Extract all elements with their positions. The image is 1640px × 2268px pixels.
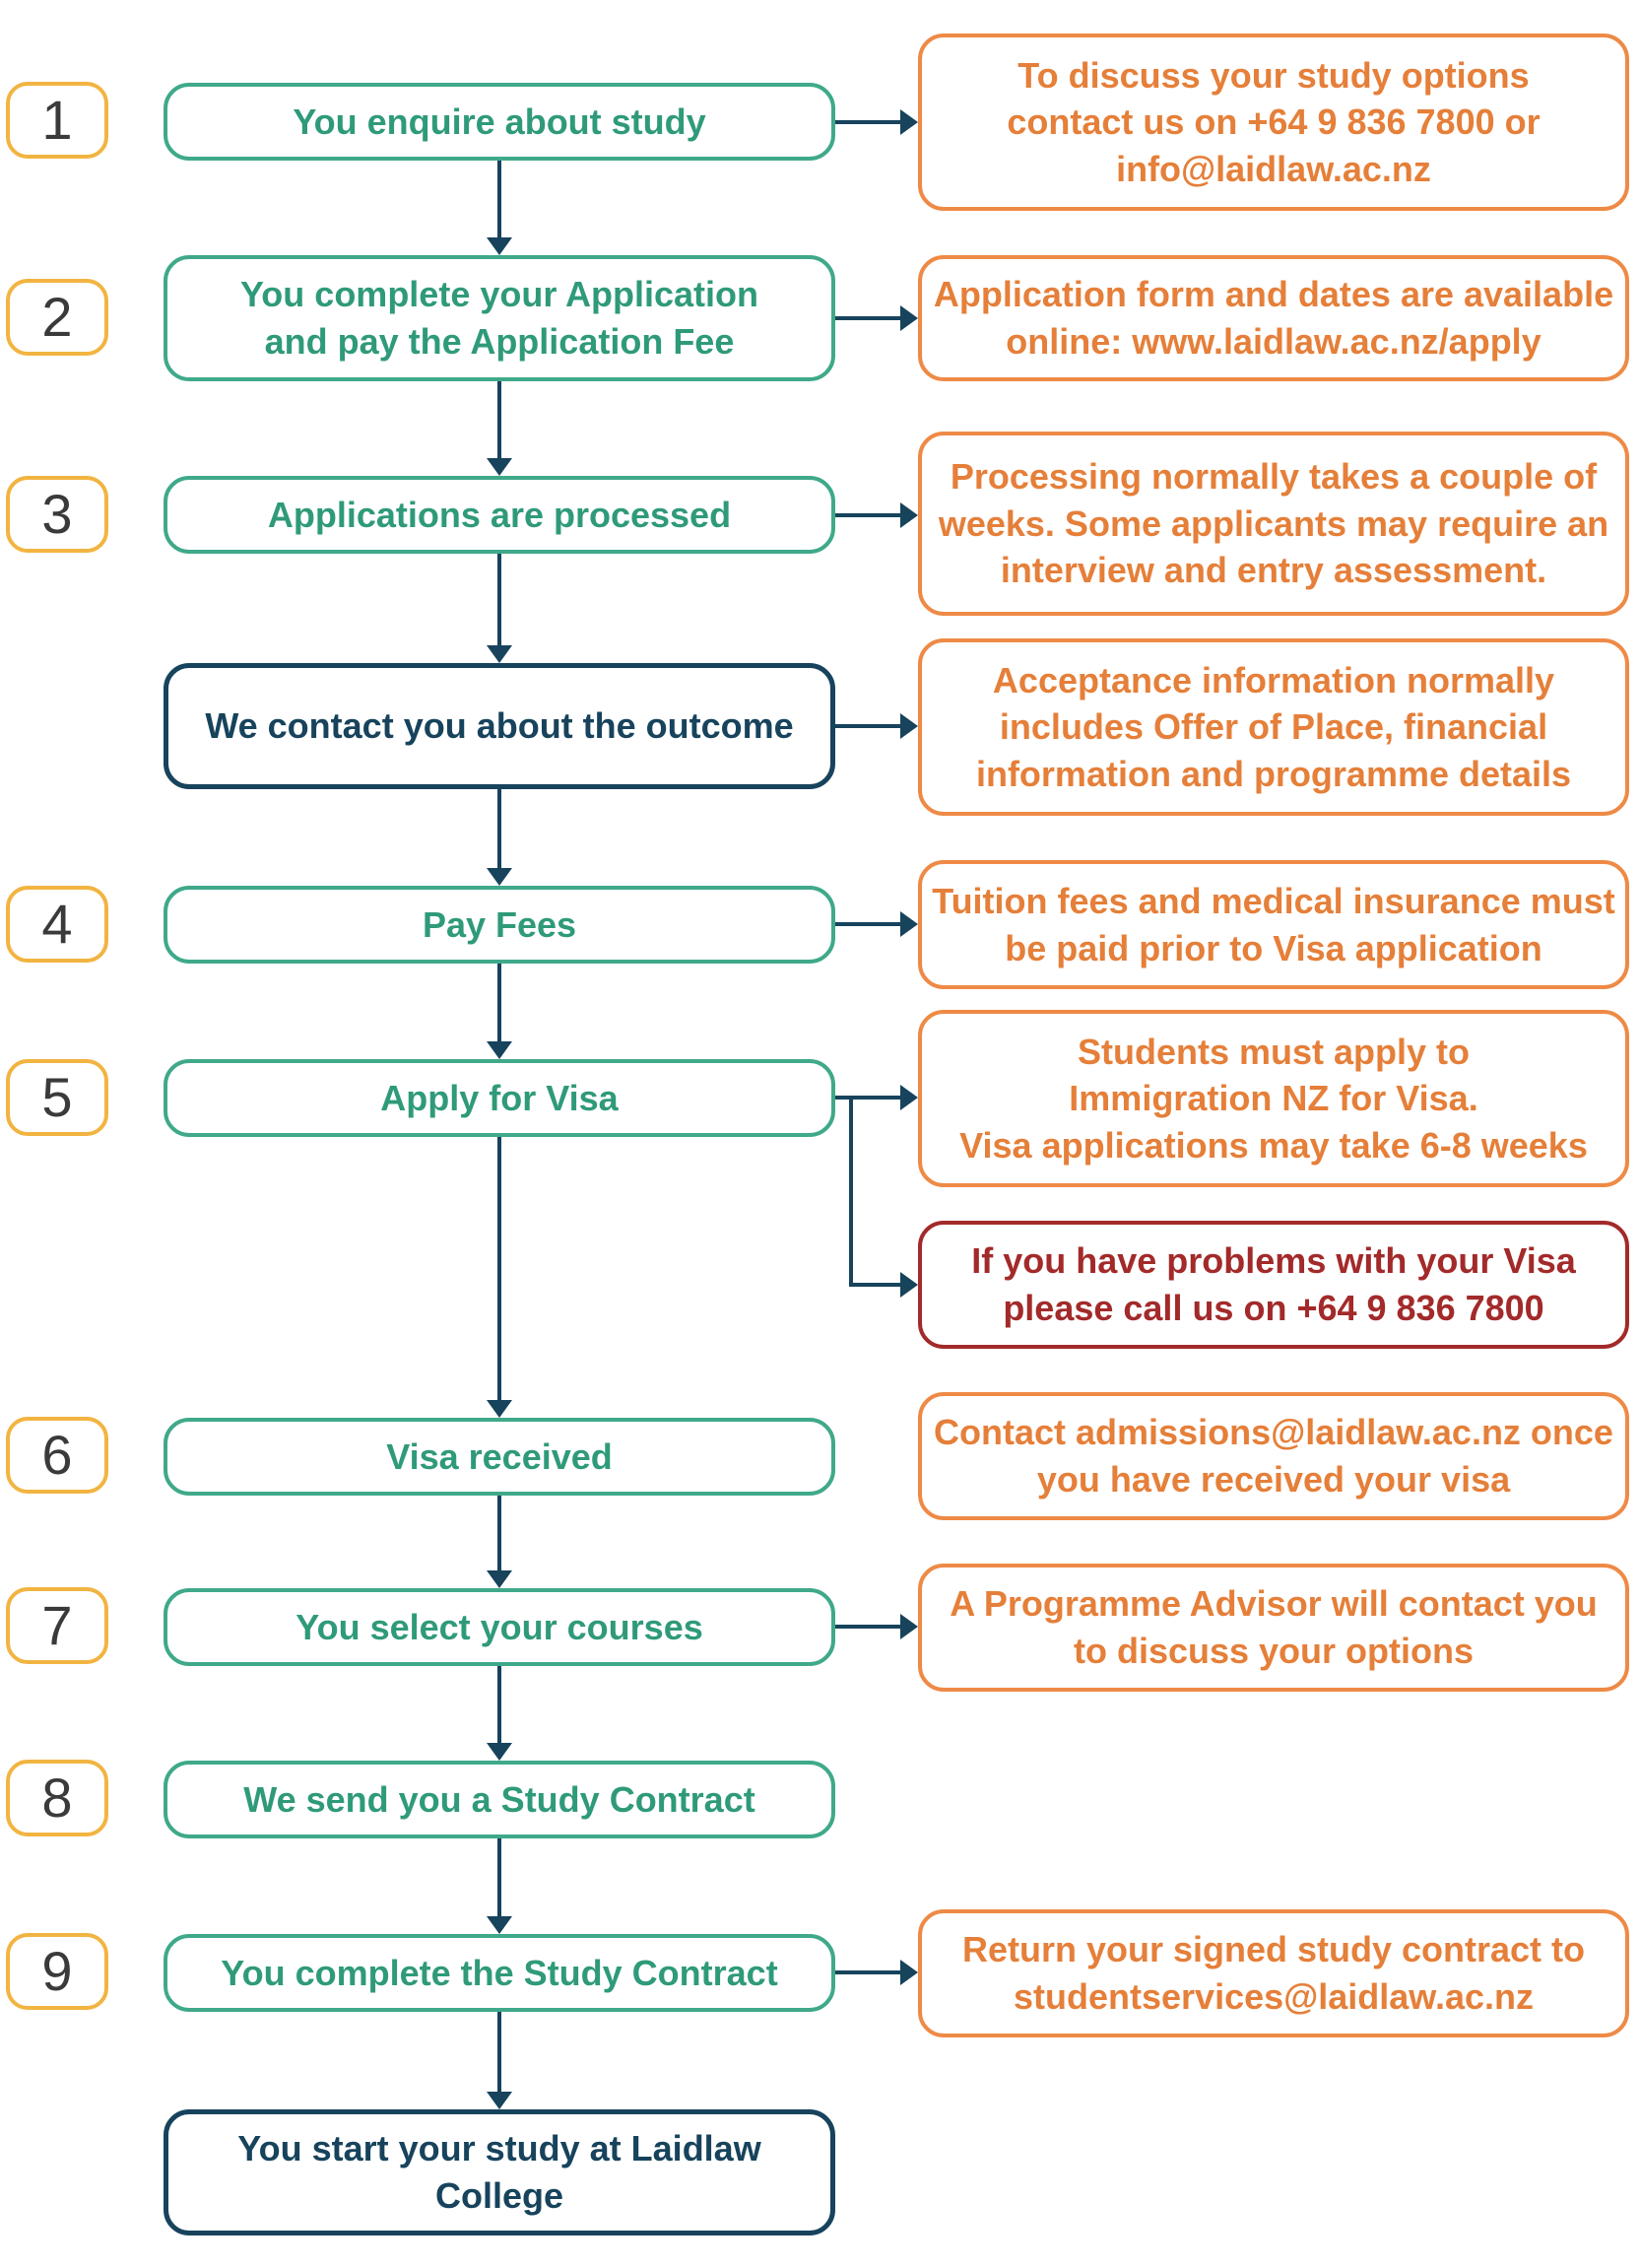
arrowhead-down [487, 2092, 512, 2109]
step-number-7: 7 [6, 1587, 108, 1664]
arrowhead-right [900, 911, 918, 937]
note-courses: A Programme Advisor will contact you to … [918, 1564, 1629, 1692]
arrowhead-right [900, 1085, 918, 1110]
note-outcome: Acceptance information normally includes… [918, 638, 1629, 816]
arrowhead-down [487, 458, 512, 476]
arrowhead-right [900, 502, 918, 528]
step-visa: Apply for Visa [164, 1059, 835, 1137]
step-apply: You complete your Application and pay th… [164, 255, 835, 381]
step-outcome: We contact you about the outcome [164, 663, 835, 789]
step-number-9: 9 [6, 1933, 108, 2010]
warning-visa-problems: If you have problems with your Visa plea… [918, 1221, 1629, 1349]
step-contract-done: You complete the Study Contract [164, 1934, 835, 2012]
arrowhead-right [900, 713, 918, 739]
arrowhead-down [487, 645, 512, 663]
step-processed: Applications are processed [164, 476, 835, 554]
step-start: You start your study at Laidlaw College [164, 2109, 835, 2235]
step-number-2: 2 [6, 279, 108, 356]
step-number-8: 8 [6, 1760, 108, 1836]
step-number-5: 5 [6, 1059, 108, 1136]
step-number-1: 1 [6, 82, 108, 159]
arrowhead-right [900, 1272, 918, 1298]
arrowhead-down [487, 1400, 512, 1418]
note-enquire: To discuss your study options contact us… [918, 33, 1629, 211]
step-number-6: 6 [6, 1417, 108, 1494]
note-apply: Application form and dates are available… [918, 255, 1629, 381]
step-number-3: 3 [6, 476, 108, 553]
arrowhead-down [487, 1041, 512, 1059]
note-fees: Tuition fees and medical insurance must … [918, 860, 1629, 989]
note-visa-received: Contact admissions@laidlaw.ac.nz once yo… [918, 1392, 1629, 1520]
arrowhead-down [487, 237, 512, 255]
arrowhead-right [900, 1614, 918, 1639]
arrowhead-down [487, 1570, 512, 1588]
arrowhead-right [900, 1960, 918, 1985]
step-visa-received: Visa received [164, 1418, 835, 1496]
step-courses: You select your courses [164, 1588, 835, 1666]
arrowhead-down [487, 1743, 512, 1761]
step-number-4: 4 [6, 886, 108, 963]
arrowhead-down [487, 1916, 512, 1934]
arrowhead-right [900, 109, 918, 135]
step-fees: Pay Fees [164, 886, 835, 964]
step-enquire: You enquire about study [164, 83, 835, 161]
step-contract-sent: We send you a Study Contract [164, 1761, 835, 1838]
note-processed: Processing normally takes a couple of we… [918, 432, 1629, 616]
note-contract-done: Return your signed study contract to stu… [918, 1909, 1629, 2037]
arrowhead-right [900, 305, 918, 331]
note-visa: Students must apply to Immigration NZ fo… [918, 1010, 1629, 1187]
arrowhead-down [487, 868, 512, 886]
